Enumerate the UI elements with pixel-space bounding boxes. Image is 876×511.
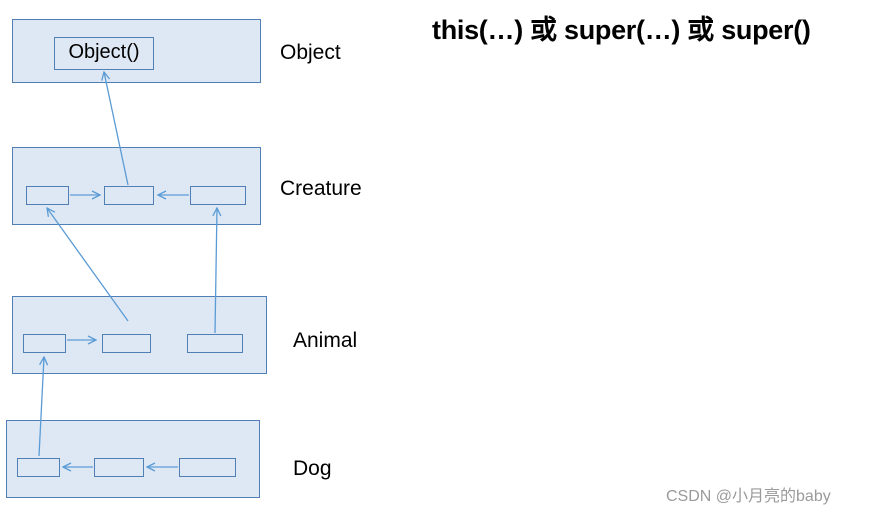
object-class-label: Object [280, 41, 341, 64]
arrow-creature-to-object [104, 72, 129, 186]
dog-constructor-2 [94, 458, 144, 477]
creature-constructor-2 [104, 186, 154, 205]
animal-class-label: Animal [293, 329, 358, 352]
diagram-title: this(…) 或 super(…) 或 super() [432, 15, 811, 45]
object-constructor: Object() [54, 37, 154, 70]
creature-constructor-3 [190, 186, 246, 205]
csdn-watermark: CSDN @小月亮的baby [666, 488, 831, 505]
creature-constructor-1 [26, 186, 69, 205]
arrow-animal-3-to-creature-3 [215, 208, 217, 334]
dog-constructor-3 [179, 458, 236, 477]
animal-constructor-2 [102, 334, 151, 353]
animal-constructor-3 [187, 334, 243, 353]
arrow-dog-1-to-animal-1 [38, 357, 44, 457]
arrow-animal-2-to-creature-1 [47, 208, 129, 322]
animal-constructor-1 [23, 334, 66, 353]
dog-class-label: Dog [293, 457, 332, 480]
dog-constructor-1 [17, 458, 60, 477]
creature-class-label: Creature [280, 177, 362, 200]
